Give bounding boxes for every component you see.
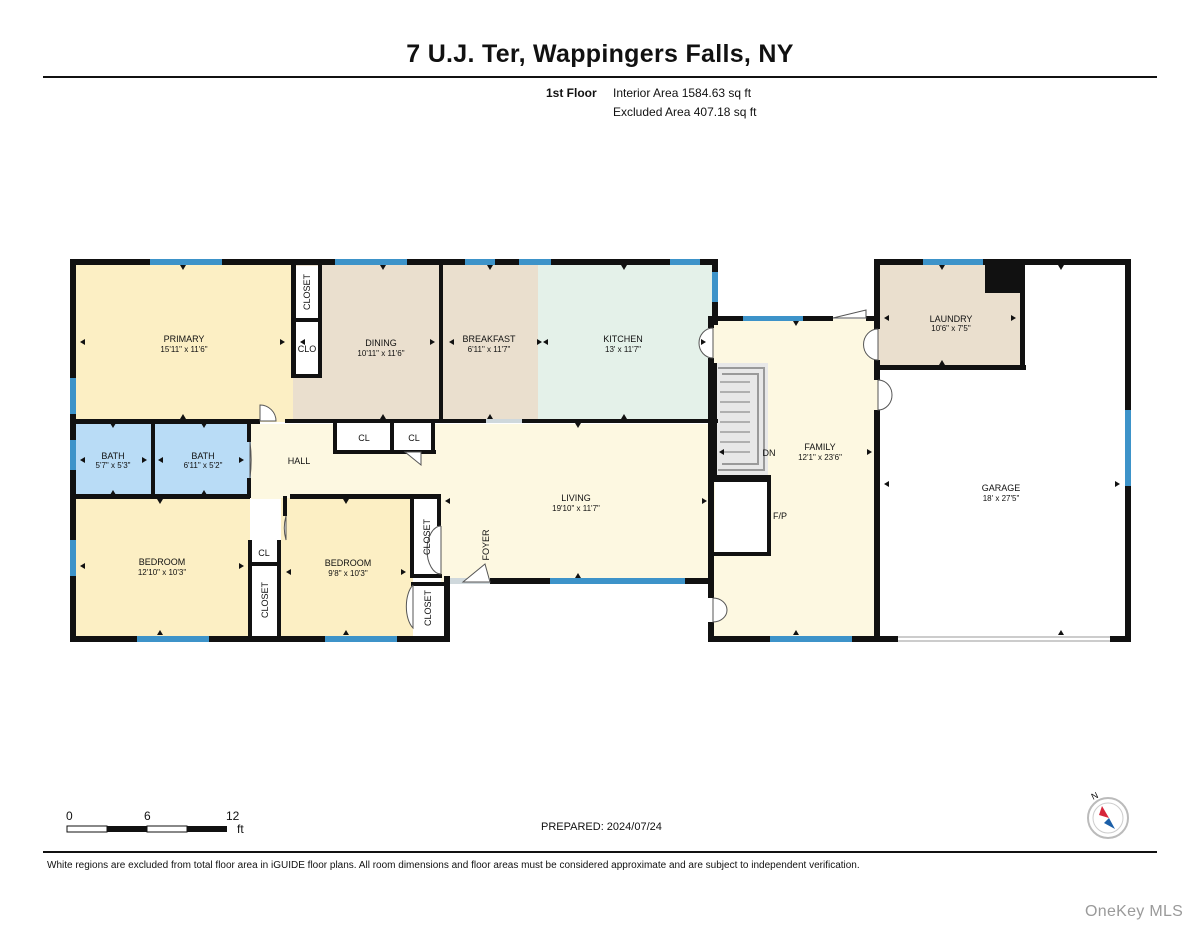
- primary-fill: [73, 263, 293, 422]
- room-living-name: LIVING: [561, 493, 591, 503]
- room-dining-name: DINING: [365, 338, 397, 348]
- scale-unit: ft: [237, 822, 244, 836]
- closet-labels: CLOSET CLO CL CL CLOSET CL CLOSET CLOSET…: [258, 273, 787, 626]
- footer-rule: [43, 851, 1157, 853]
- room-dining-dims: 10'11" x 11'6": [357, 349, 404, 358]
- room-bath2-name: BATH: [191, 451, 214, 461]
- brand-watermark: OneKey MLS: [1085, 903, 1184, 920]
- breakfast-fill: [442, 263, 538, 422]
- closet-label: CLOSET: [423, 589, 433, 626]
- clo-label: CLO: [298, 344, 317, 354]
- hall-fill: [251, 424, 713, 499]
- scale-ruler: [66, 825, 227, 833]
- prepared-date: PREPARED: 2024/07/24: [541, 821, 662, 833]
- room-hall-name: HALL: [288, 456, 311, 466]
- room-fills: [73, 263, 1023, 638]
- room-bedroom1-dims: 12'10" x 10'3": [138, 568, 186, 577]
- scale-tick-6: 6: [144, 809, 151, 823]
- bedroom1-fill: [76, 498, 250, 638]
- room-family-name: FAMILY: [804, 442, 835, 452]
- closet-fill: [336, 424, 392, 452]
- room-living-dims: 19'10" x 11'7": [552, 504, 600, 513]
- room-kitchen-name: KITCHEN: [603, 334, 643, 344]
- room-laundry-dims: 10'6" x 7'5": [931, 324, 971, 333]
- bath2-fill: [153, 424, 251, 496]
- closet-label: CLOSET: [302, 273, 312, 310]
- dimension-arrows: [80, 265, 1120, 635]
- cl-label: CL: [258, 548, 270, 558]
- closet-fill: [392, 424, 435, 452]
- cl-label: CL: [358, 433, 370, 443]
- floor-label: 1st Floor: [546, 86, 597, 100]
- bedroom2-fill: [281, 498, 413, 638]
- bath1-fill: [76, 424, 153, 496]
- room-laundry-name: LAUNDRY: [930, 314, 973, 324]
- page-title: 7 U.J. Ter, Wappingers Falls, NY: [406, 40, 794, 68]
- room-bath1-name: BATH: [101, 451, 124, 461]
- room-bedroom2-name: BEDROOM: [325, 558, 372, 568]
- room-bath1-dims: 5'7" x 5'3": [96, 461, 131, 470]
- room-kitchen-dims: 13' x 11'7": [605, 345, 641, 354]
- room-garage-name: GARAGE: [982, 483, 1021, 493]
- scale-tick-0: 0: [66, 809, 73, 823]
- room-breakfast-name: BREAKFAST: [462, 334, 516, 344]
- foyer-label: FOYER: [481, 529, 491, 561]
- excluded-area: Excluded Area 407.18 sq ft: [613, 105, 757, 119]
- room-labels: PRIMARY 15'11" x 11'6" DINING 10'11" x 1…: [96, 314, 1021, 578]
- room-family-dims: 12'1" x 23'6": [798, 453, 842, 462]
- room-primary-dims: 15'11" x 11'6": [160, 345, 207, 354]
- closet-fill: [252, 566, 278, 634]
- room-garage-dims: 18' x 27'5": [983, 494, 1020, 503]
- compass-icon: N: [1087, 790, 1129, 839]
- compass-north-label: N: [1090, 790, 1100, 802]
- garage-door: [898, 636, 1110, 642]
- doors: [249, 309, 893, 630]
- title-rule: [43, 76, 1157, 78]
- fireplace-label: F/P: [773, 511, 787, 521]
- fireplace: [715, 482, 767, 554]
- room-breakfast-dims: 6'11" x 11'7": [468, 345, 511, 354]
- stairs-down-label: DN: [763, 448, 776, 458]
- closet-fill: [415, 585, 441, 637]
- room-primary-name: PRIMARY: [164, 334, 205, 344]
- interior-area: Interior Area 1584.63 sq ft: [613, 86, 752, 100]
- room-bath2-dims: 6'11" x 5'2": [184, 461, 223, 470]
- room-bedroom1-name: BEDROOM: [139, 557, 186, 567]
- stairs: [713, 363, 768, 475]
- cl-label: CL: [408, 433, 420, 443]
- closet-fill: [296, 322, 318, 374]
- disclaimer: White regions are excluded from total fl…: [47, 860, 860, 871]
- room-bedroom2-dims: 9'8" x 10'3": [328, 569, 368, 578]
- closet-label: CLOSET: [260, 581, 270, 618]
- windows: [70, 259, 1131, 642]
- closet-fill: [296, 266, 318, 319]
- closet-label: CLOSET: [422, 518, 432, 555]
- kitchen-fill: [538, 263, 713, 422]
- scale-tick-12: 12: [226, 809, 240, 823]
